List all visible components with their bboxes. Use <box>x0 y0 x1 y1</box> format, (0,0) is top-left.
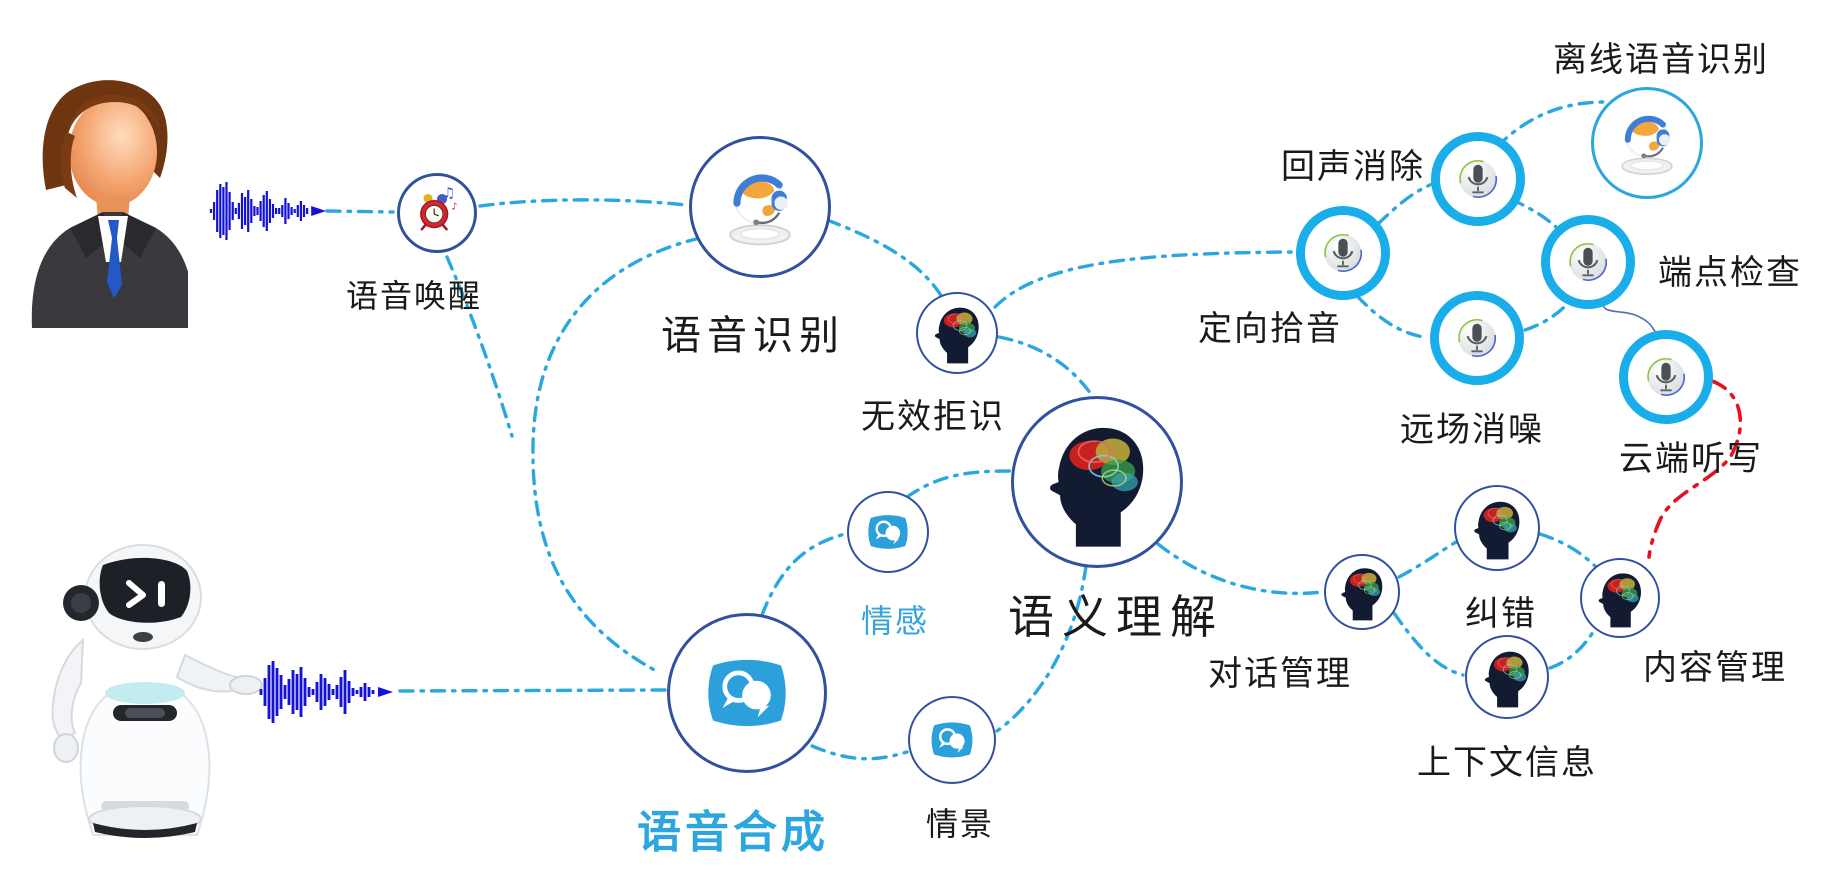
brain-icon <box>1590 568 1650 628</box>
chat-bubbles-icon <box>694 640 800 746</box>
link-echo-to-offline <box>1495 100 1606 149</box>
link-semantic-to-scenario <box>995 564 1088 733</box>
speech-waveform-input <box>209 182 327 240</box>
node-content-management <box>1580 558 1660 638</box>
link-rejection-to-pickup <box>993 250 1296 309</box>
link-dialogue-to-context <box>1392 611 1465 677</box>
node-dialogue-management <box>1324 554 1400 630</box>
node-scenario <box>908 696 996 784</box>
link-synthesis-to-scenario <box>810 744 909 761</box>
link-recognition-to-synthesis <box>531 236 702 675</box>
label-content-management: 内容管理 <box>1643 649 1787 687</box>
link-correction-to-content <box>1538 532 1599 570</box>
globe-headset-icon <box>1607 103 1687 183</box>
label-scenario: 情景 <box>925 806 995 842</box>
node-voice-wakeup <box>397 173 477 253</box>
label-offline-asr: 离线语音识别 <box>1553 41 1769 79</box>
user-avatar <box>18 70 188 330</box>
label-semantic-understanding: 语义理解 <box>1008 591 1224 643</box>
link-recognition-to-rejection <box>825 218 944 299</box>
link-wakeup-to-recognition <box>478 198 688 208</box>
link-wakeup-branch <box>445 255 514 438</box>
label-echo-cancellation: 回声消除 <box>1281 148 1425 186</box>
label-invalid-rejection: 无效拒识 <box>861 398 1005 436</box>
label-speech-recognition: 语音识别 <box>661 314 845 358</box>
node-offline-asr <box>1591 87 1703 199</box>
link-context-to-content <box>1548 627 1597 670</box>
node-directional-pickup <box>1296 206 1390 300</box>
microphone-icon <box>1312 222 1374 284</box>
link-pickup-to-echo <box>1376 182 1434 226</box>
label-speech-synthesis: 语音合成 <box>637 808 829 857</box>
link-semantic-to-dialogue <box>1156 542 1324 596</box>
node-invalid-rejection <box>916 292 998 374</box>
chat-bubbles-icon <box>861 505 915 559</box>
label-endpoint-check: 端点检查 <box>1658 254 1802 292</box>
link-pickup-to-farfield <box>1355 294 1429 340</box>
node-speech-synthesis <box>667 613 827 773</box>
speech-waveform-output <box>259 661 393 723</box>
node-error-correction <box>1454 485 1540 571</box>
node-emotion <box>847 491 929 573</box>
node-speech-recognition <box>689 136 831 278</box>
microphone-icon <box>1557 231 1619 293</box>
alarm-clock-icon <box>409 185 465 241</box>
robot-avatar <box>25 505 265 840</box>
brain-icon <box>1465 496 1529 560</box>
link-rejection-to-semantic <box>997 335 1093 396</box>
link-cloud-to-content-red <box>1647 379 1743 559</box>
chat-bubbles-icon <box>924 712 980 768</box>
brain-icon <box>1476 646 1538 708</box>
brain-icon <box>1031 416 1163 548</box>
label-emotion: 情感 <box>860 603 930 639</box>
link-emotion-to-semantic <box>905 469 1012 499</box>
link-wave-to-synthesis <box>398 688 667 693</box>
link-echo-to-endpoint <box>1509 197 1561 232</box>
link-synthesis-to-emotion <box>760 532 847 617</box>
link-endpoint-to-cloud-squiggle <box>1602 295 1657 334</box>
link-dialogue-to-correction <box>1397 540 1458 579</box>
link-farfield-to-endpoint <box>1523 299 1572 332</box>
label-dialogue-management: 对话管理 <box>1208 655 1352 693</box>
node-context-information <box>1465 635 1549 719</box>
label-context-information: 上下文信息 <box>1417 744 1597 782</box>
node-far-field-denoising <box>1430 291 1524 385</box>
brain-icon <box>926 302 988 364</box>
label-cloud-dictation: 云端听写 <box>1619 440 1763 478</box>
node-echo-cancellation <box>1431 132 1525 226</box>
node-cloud-dictation <box>1619 330 1713 424</box>
link-wave-to-wakeup <box>325 209 395 214</box>
label-far-field-denoising: 远场消噪 <box>1400 411 1544 449</box>
node-semantic-understanding <box>1011 396 1183 568</box>
label-directional-pickup: 定向拾音 <box>1198 310 1342 348</box>
microphone-icon <box>1446 307 1508 369</box>
label-error-correction: 纠错 <box>1465 595 1537 633</box>
node-endpoint-check <box>1541 215 1635 309</box>
label-voice-wakeup: 语音唤醒 <box>345 278 483 314</box>
microphone-icon <box>1447 148 1509 210</box>
brain-icon <box>1333 563 1391 621</box>
globe-headset-icon <box>712 159 808 255</box>
microphone-icon <box>1635 346 1697 408</box>
